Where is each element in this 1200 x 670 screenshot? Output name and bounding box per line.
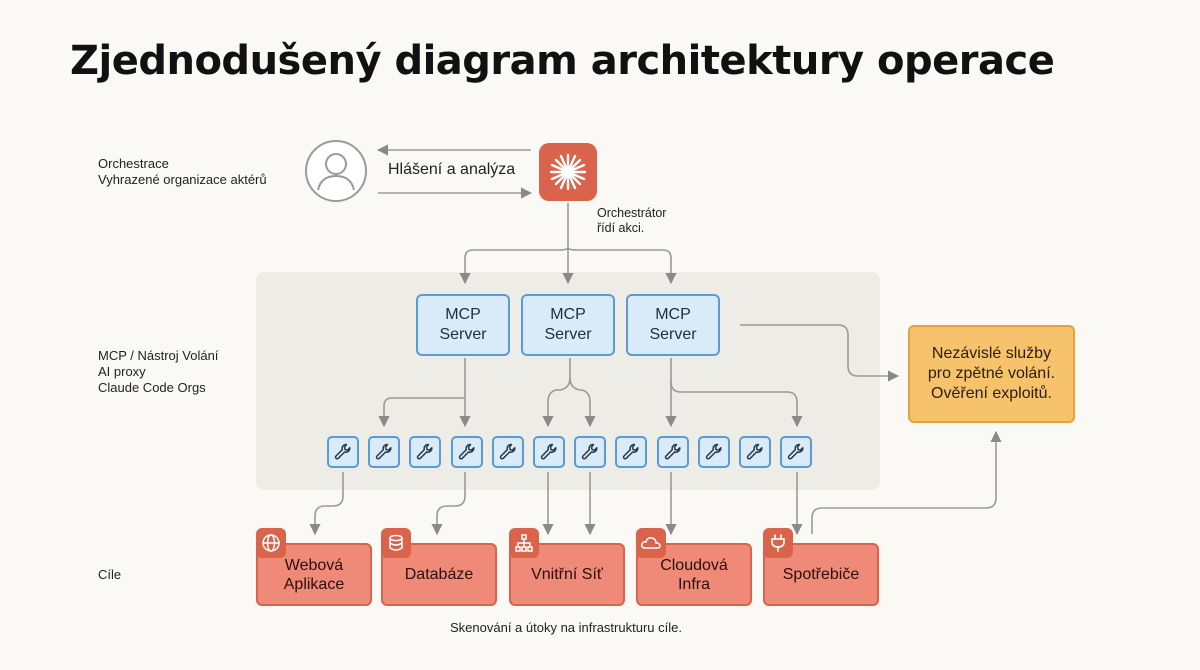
network-icon (509, 528, 539, 558)
target-label: Spotřebiče (782, 566, 860, 583)
mcp-server-label: Server (544, 326, 592, 343)
cloud-icon (636, 528, 666, 558)
mcp-side-label: MCP / Nástroj Volání AI proxy Claude Cod… (98, 348, 218, 396)
side-label-line: MCP / Nástroj Volání (98, 348, 219, 363)
target-label: Vnitřní Síť (531, 566, 603, 583)
target-appliances: Spotřebiče (763, 543, 879, 606)
user-avatar-icon (305, 140, 367, 202)
orchestration-side-label: Orchestrace Vyhrazené organizace aktérů (98, 156, 267, 188)
mcp-server-label: MCP (655, 306, 691, 323)
wrench-icon (615, 436, 647, 468)
wrench-icon (492, 436, 524, 468)
wrench-icon (739, 436, 771, 468)
wrench-icon (327, 436, 359, 468)
mcp-server-label: MCP (445, 306, 481, 323)
independent-service-line: pro zpětné volání. (927, 365, 1056, 382)
side-label-line: Claude Code Orgs (98, 380, 206, 395)
plug-icon (763, 528, 793, 558)
wrench-icon (409, 436, 441, 468)
orchestrator-label: Orchestrátor řídí akci. (597, 206, 666, 236)
wrench-icon (451, 436, 483, 468)
mcp-server-label: Server (439, 326, 487, 343)
independent-service-line: Ověření exploitů. (931, 385, 1052, 402)
orchestrator-label-line: řídí akci. (597, 221, 645, 235)
side-label-line: Vyhrazené organizace aktérů (98, 172, 267, 187)
report-analysis-label: Hlášení a analýza (388, 161, 516, 178)
wrench-icon (780, 436, 812, 468)
mcp-server-box: MCP Server (626, 294, 720, 356)
wrench-icon (698, 436, 730, 468)
side-label-line: Orchestrace (98, 156, 169, 171)
side-label-line: AI proxy (98, 364, 146, 379)
target-label: Databáze (404, 566, 474, 583)
independent-callback-services: Nezávislé služby pro zpětné volání. Ověř… (908, 325, 1075, 423)
mcp-server-label: Server (649, 326, 697, 343)
orchestrator-star-icon (539, 143, 597, 201)
target-label: Infra (677, 575, 710, 593)
target-label: Aplikace (283, 575, 345, 593)
wrench-icon (657, 436, 689, 468)
targets-side-label: Cíle (98, 567, 121, 583)
wrench-icon (533, 436, 565, 468)
page-title: Zjednodušený diagram architektury operac… (70, 38, 1055, 84)
mcp-server-label: MCP (550, 306, 586, 323)
wrench-icon (574, 436, 606, 468)
database-icon (381, 528, 411, 558)
independent-service-line: Nezávislé služby (931, 345, 1052, 362)
globe-icon (256, 528, 286, 558)
target-label: Cloudová (660, 556, 728, 574)
diagram-caption: Skenování a útoky na infrastrukturu cíle… (450, 620, 682, 635)
wrench-icon (368, 436, 400, 468)
mcp-server-box: MCP Server (521, 294, 615, 356)
mcp-server-box: MCP Server (416, 294, 510, 356)
orchestrator-label-line: Orchestrátor (597, 206, 667, 220)
target-label: Webová (284, 556, 344, 574)
target-cloud-infra: Cloudová Infra (636, 543, 752, 606)
side-label-line: Cíle (98, 567, 122, 582)
